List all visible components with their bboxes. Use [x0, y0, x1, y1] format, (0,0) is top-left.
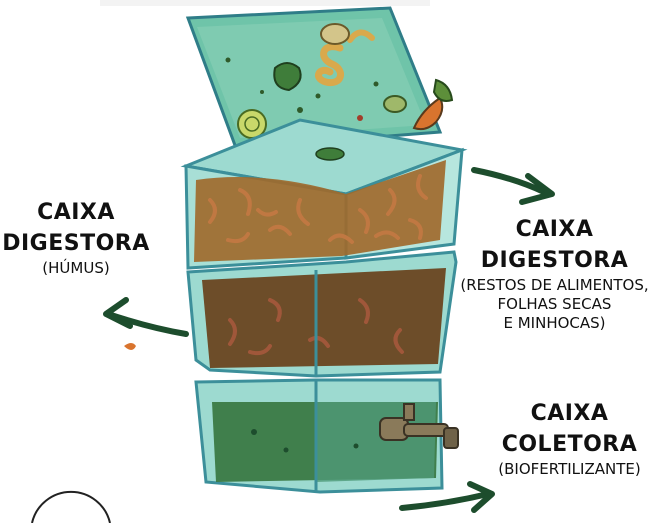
- label-digester-subtitle-3: E MINHOCAS): [503, 314, 606, 332]
- arrow-to-top-box-label: [471, 167, 555, 205]
- arrow-to-collector-label: [399, 481, 495, 513]
- label-humus-subtitle: (HÚMUS): [42, 259, 110, 277]
- bottom-collector-box: [194, 378, 444, 494]
- label-collector-title-2: COLETORA: [501, 432, 638, 457]
- top-digester-box: [180, 118, 468, 270]
- label-digester-subtitle-2: FOLHAS SECAS: [497, 295, 612, 313]
- partial-circle-outline: [31, 490, 111, 523]
- label-digester-subtitle-1: (RESTOS DE ALIMENTOS,: [460, 276, 649, 294]
- top-edge-strip: [100, 0, 430, 6]
- drain-tap-icon: [379, 403, 459, 449]
- label-humus-title-1: CAIXA: [37, 200, 115, 225]
- label-collector-box: CAIXA COLETORA (BIOFERTILIZANTE): [470, 398, 669, 479]
- middle-digester-box: [186, 250, 458, 378]
- label-digester-title-2: DIGESTORA: [480, 248, 629, 273]
- label-humus-box: CAIXA DIGESTORA (HÚMUS): [0, 197, 152, 278]
- arrow-to-humus-label: [103, 297, 189, 350]
- label-digester-box: CAIXA DIGESTORA (RESTOS DE ALIMENTOS, FO…: [440, 214, 669, 333]
- label-collector-subtitle: (BIOFERTILIZANTE): [498, 460, 641, 478]
- label-humus-title-2: DIGESTORA: [2, 231, 150, 256]
- label-collector-title-1: CAIXA: [530, 401, 609, 426]
- label-digester-title-1: CAIXA: [515, 217, 594, 242]
- tilted-lid: [185, 6, 454, 150]
